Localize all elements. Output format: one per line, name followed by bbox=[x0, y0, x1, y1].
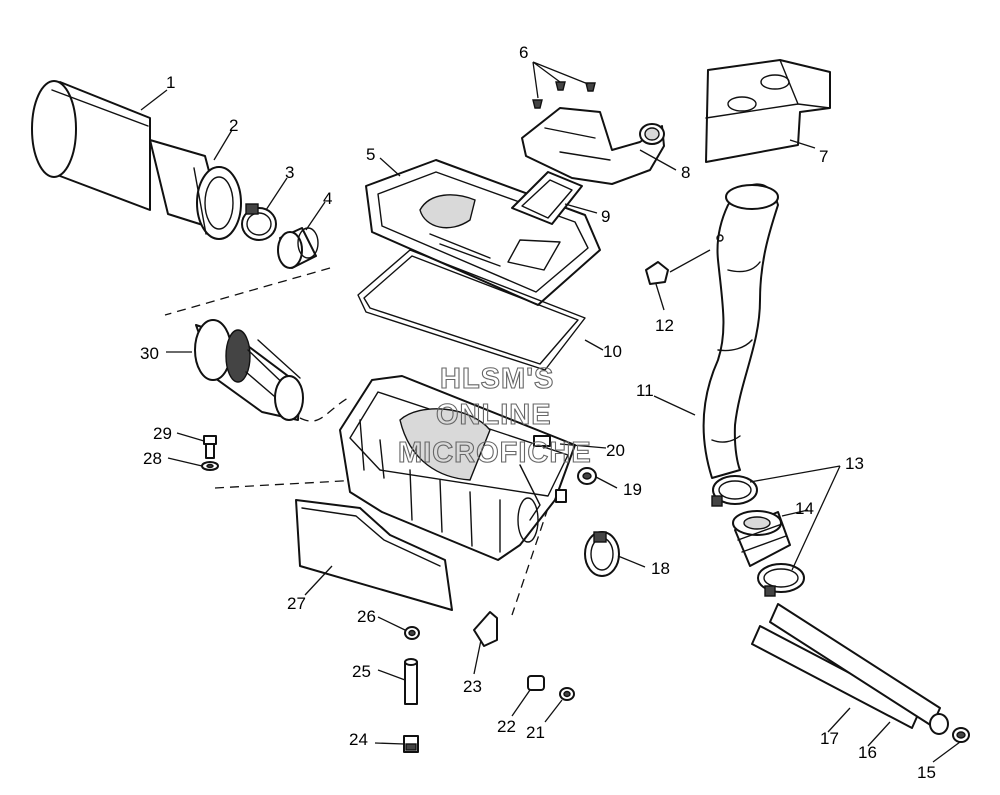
callout-6: 6 bbox=[519, 43, 528, 62]
callout-16: 16 bbox=[858, 743, 877, 762]
callout-28: 28 bbox=[143, 449, 162, 468]
leader-lines bbox=[140, 61, 961, 763]
part-28-washer bbox=[201, 461, 219, 471]
callout-labels: 1 2 3 4 5 6 7 8 9 10 11 12 13 14 15 16 1… bbox=[140, 43, 936, 782]
part-26-clamp bbox=[404, 626, 420, 640]
part-7-foam-block bbox=[705, 59, 831, 163]
callout-30: 30 bbox=[140, 344, 159, 363]
part-11-intake-tube bbox=[702, 183, 779, 479]
callout-11: 11 bbox=[636, 381, 654, 400]
part-15-small-clamp bbox=[952, 727, 970, 743]
callout-12: 12 bbox=[655, 316, 674, 335]
callout-24: 24 bbox=[349, 730, 368, 749]
callout-18: 18 bbox=[651, 559, 670, 578]
dash-line-panel-to-box bbox=[214, 479, 361, 489]
part-14-adapter bbox=[732, 510, 791, 567]
part-2-filter-sleeve bbox=[149, 139, 242, 240]
watermark: HLSM'S ONLINE MICROFICHE bbox=[397, 362, 592, 469]
callout-26: 26 bbox=[357, 607, 376, 626]
part-13-lower-clamp bbox=[757, 563, 805, 597]
part-29-bolt bbox=[203, 435, 217, 459]
part-23-clip bbox=[473, 611, 498, 647]
part-3-hose-clamp bbox=[241, 203, 277, 241]
airbox-body bbox=[339, 375, 576, 561]
callout-9: 9 bbox=[601, 207, 610, 226]
part-13-upper-clamp bbox=[711, 475, 758, 507]
callout-7: 7 bbox=[819, 147, 828, 166]
callout-4: 4 bbox=[323, 189, 332, 208]
part-8-intake-duct bbox=[521, 107, 665, 185]
part-19-small-clamp bbox=[577, 467, 597, 485]
callout-3: 3 bbox=[285, 163, 294, 182]
part-24-drain-valve bbox=[403, 735, 419, 753]
part-25-drain-hose bbox=[404, 658, 418, 705]
dash-line-boot-to-filter bbox=[164, 267, 331, 316]
part-5-airbox-lid bbox=[365, 159, 601, 306]
dash-line-drain-to-box bbox=[511, 507, 549, 616]
part-21-small-clamp bbox=[559, 687, 575, 701]
callout-23: 23 bbox=[463, 677, 482, 696]
watermark-line-2: ONLINE bbox=[436, 399, 552, 431]
part-16-drain-tube bbox=[769, 603, 949, 735]
callout-22: 22 bbox=[497, 717, 516, 736]
part-18-large-clamp bbox=[584, 531, 620, 577]
part-4-coupler-ring bbox=[277, 227, 319, 269]
callout-14: 14 bbox=[795, 499, 814, 518]
part-30-intake-boot bbox=[194, 319, 304, 421]
callout-20: 20 bbox=[606, 441, 625, 460]
callout-8: 8 bbox=[681, 163, 690, 182]
callout-15: 15 bbox=[917, 763, 936, 782]
part-27-side-panel bbox=[295, 499, 453, 611]
callout-13: 13 bbox=[845, 454, 864, 473]
callout-21: 21 bbox=[526, 723, 545, 742]
callout-29: 29 bbox=[153, 424, 172, 443]
part-9-gasket-plate bbox=[511, 171, 583, 225]
part-12-clip bbox=[645, 261, 669, 285]
callout-2: 2 bbox=[229, 116, 238, 135]
callout-10: 10 bbox=[603, 342, 622, 361]
callout-19: 19 bbox=[623, 480, 642, 499]
watermark-line-1: HLSM'S bbox=[440, 363, 554, 395]
part-1-air-filter-element bbox=[31, 80, 151, 211]
callout-27: 27 bbox=[287, 594, 306, 613]
callout-5: 5 bbox=[366, 145, 375, 164]
part-22-drain-cap bbox=[527, 675, 545, 691]
part-10-airbox-seal bbox=[357, 249, 586, 371]
callout-1: 1 bbox=[166, 73, 175, 92]
watermark-line-3: MICROFICHE bbox=[398, 437, 592, 469]
callout-25: 25 bbox=[352, 662, 371, 681]
callout-17: 17 bbox=[820, 729, 839, 748]
dash-line-boot-to-box bbox=[299, 397, 349, 422]
part-6-screws bbox=[532, 81, 596, 109]
